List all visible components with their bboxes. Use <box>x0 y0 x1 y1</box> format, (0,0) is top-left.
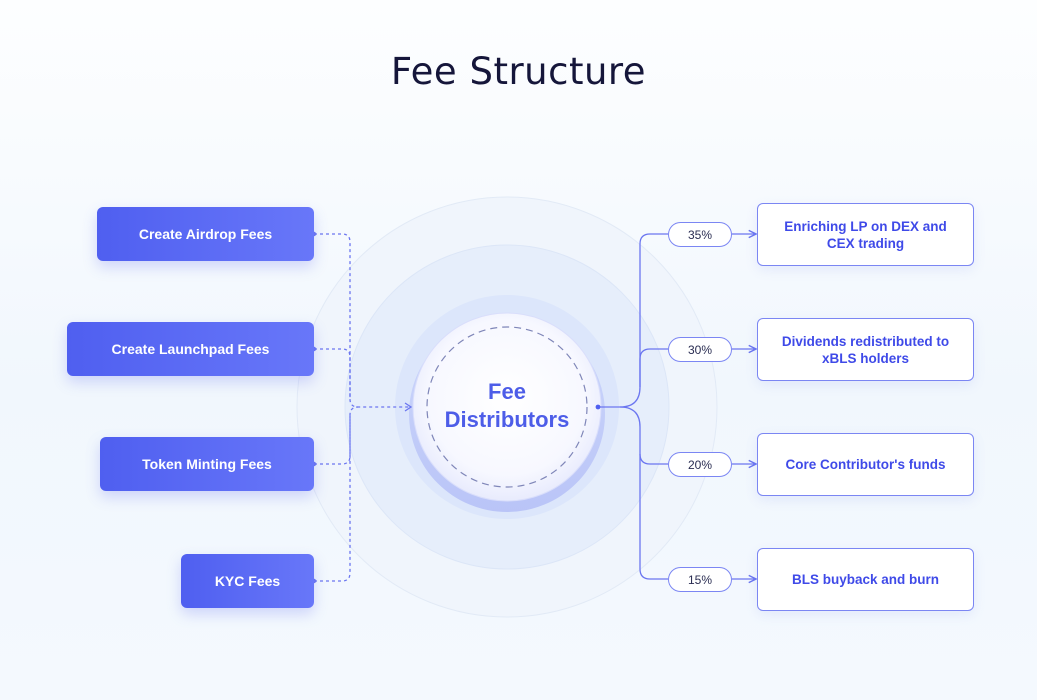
destination-box-dividends: Dividends redistributed to xBLS holders <box>757 318 974 381</box>
source-box-airdrop: Create Airdrop Fees <box>97 207 314 261</box>
percent-pill-dividends: 30% <box>668 337 732 362</box>
connector-kyc <box>314 406 359 582</box>
connector-airdrop <box>314 233 410 408</box>
source-box-launchpad: Create Launchpad Fees <box>67 322 314 376</box>
fee-distributors-label: Fee Distributors <box>437 378 577 434</box>
percent-pill-buyback: 15% <box>668 567 732 592</box>
center-label-line1: Fee <box>488 379 526 404</box>
source-connectors <box>314 233 410 582</box>
destination-box-buyback: BLS buyback and burn <box>757 548 974 611</box>
trunk-from-center <box>598 233 668 408</box>
percent-pill-lp: 35% <box>668 222 732 247</box>
source-box-token-minting: Token Minting Fees <box>100 437 314 491</box>
source-box-kyc: KYC Fees <box>181 554 314 608</box>
center-label-line2: Distributors <box>444 407 570 432</box>
destination-connectors <box>598 234 756 579</box>
percent-pill-contributors: 20% <box>668 452 732 477</box>
destination-box-contributors: Core Contributor's funds <box>757 433 974 496</box>
source-arrow-head <box>404 402 413 412</box>
page-title: Fee Structure <box>390 50 647 93</box>
core-dashed-ring <box>426 326 588 488</box>
destination-box-lp: Enriching LP on DEX and CEX trading <box>757 203 974 266</box>
